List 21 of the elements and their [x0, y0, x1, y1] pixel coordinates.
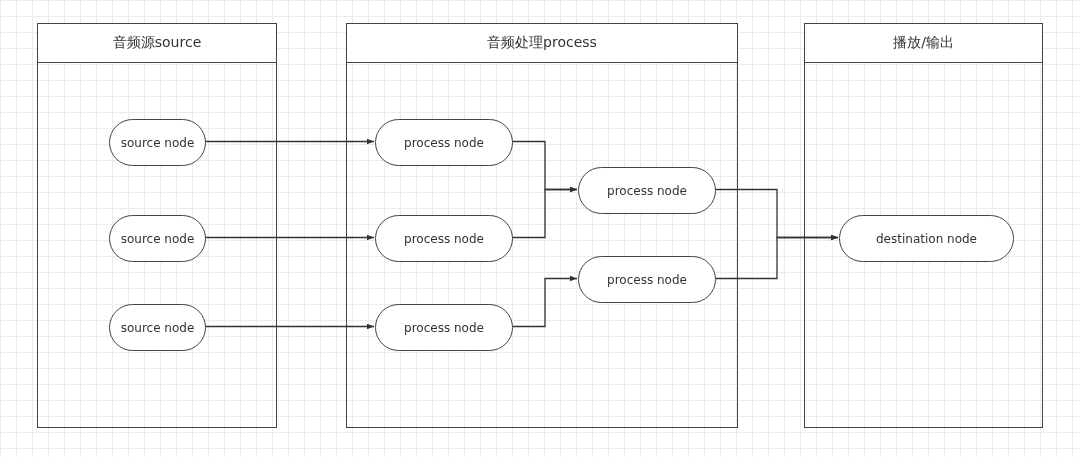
lane-title: 音频源source — [38, 24, 276, 63]
rounded-node: source node — [109, 304, 206, 351]
swimlane — [804, 23, 1043, 428]
rounded-node: destination node — [839, 215, 1014, 262]
rounded-node: process node — [375, 215, 513, 262]
arrow — [204, 323, 375, 330]
arrow — [511, 186, 578, 239]
swimlane — [346, 23, 738, 428]
arrow — [714, 234, 839, 280]
arrow — [204, 138, 375, 145]
rounded-node: source node — [109, 215, 206, 262]
lane-title: 音频处理process — [347, 24, 737, 63]
rounded-node: process node — [375, 304, 513, 351]
rounded-node: process node — [578, 167, 716, 214]
lane-title: 播放/输出 — [805, 24, 1042, 63]
swimlane — [37, 23, 277, 428]
arrow — [204, 234, 375, 241]
rounded-node: process node — [578, 256, 716, 303]
rounded-node: process node — [375, 119, 513, 166]
rounded-node: source node — [109, 119, 206, 166]
arrow — [511, 275, 578, 328]
